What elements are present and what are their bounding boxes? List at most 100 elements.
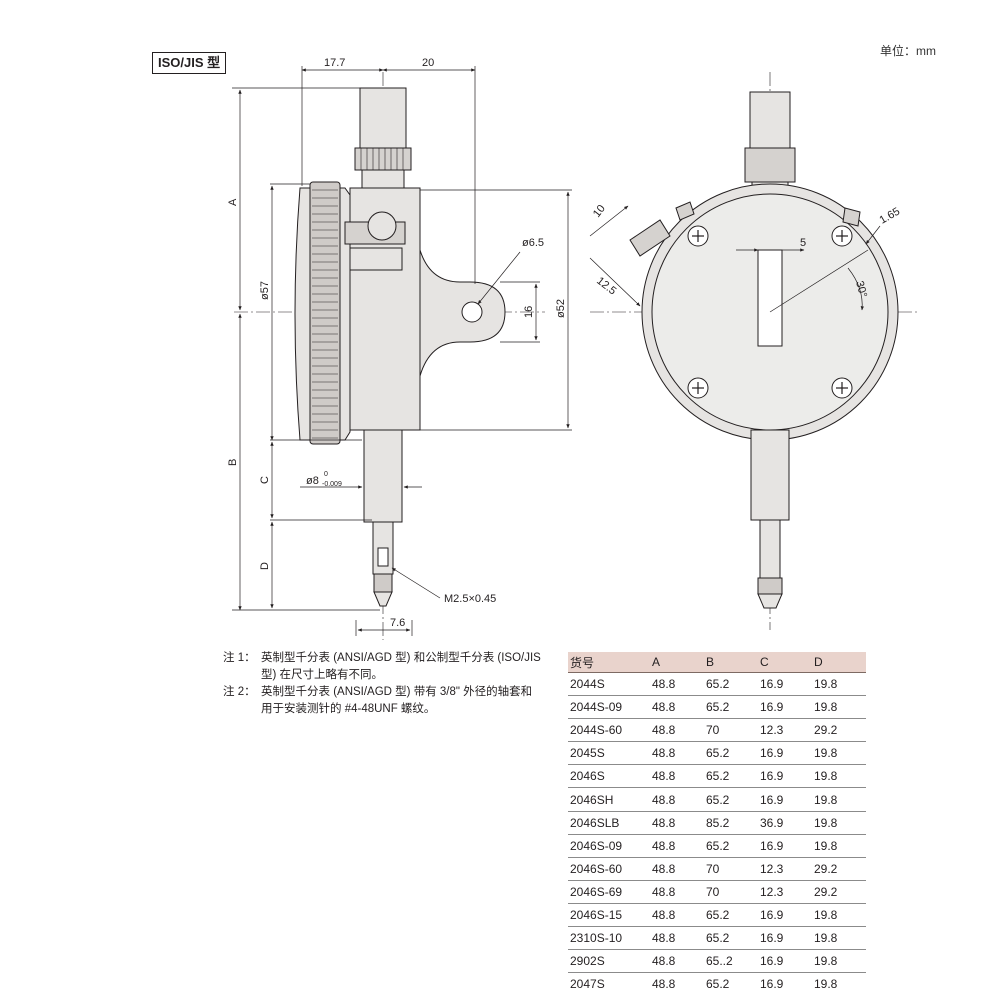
label-c: C (259, 476, 271, 484)
dial-indicator-drawing: 17.7 20 A B C D ø57 ø52 ø6.5 16 ø8 0 -0.… (227, 57, 920, 640)
cell-b: 70 (704, 857, 758, 881)
note-1: 注 1： 英制型千分表 (ANSI/AGD 型) 和公制型千分表 (ISO/JI… (223, 650, 543, 684)
cell-c: 16.9 (758, 787, 812, 812)
cell-d: 29.2 (812, 857, 866, 881)
cell-c: 12.3 (758, 880, 812, 904)
cell-model: 2046S (568, 764, 650, 789)
cell-a: 48.8 (650, 672, 704, 697)
cell-c: 16.9 (758, 695, 812, 720)
dim-7-6: 7.6 (390, 617, 405, 629)
dim-dia-8-upper-tol: 0 (324, 471, 328, 478)
note-2-text: 英制型千分表 (ANSI/AGD 型) 带有 3/8" 外径的轴套和用于安装测针… (261, 686, 533, 715)
cell-d: 29.2 (812, 880, 866, 904)
dim-dia-52: ø52 (555, 299, 567, 318)
dim-dia-8-lower-tol: -0.009 (322, 481, 342, 488)
col-a: A (650, 652, 704, 673)
cell-a: 48.8 (650, 741, 704, 766)
col-model: 货号 (568, 652, 650, 673)
cell-model: 2046S-09 (568, 834, 650, 858)
cell-d: 19.8 (812, 695, 866, 720)
cell-c: 12.3 (758, 718, 812, 743)
dim-dia-57: ø57 (259, 281, 271, 300)
cell-d: 19.8 (812, 926, 866, 951)
label-a: A (227, 198, 239, 206)
cell-a: 48.8 (650, 811, 704, 835)
cell-c: 16.9 (758, 903, 812, 928)
cell-model: 2902S (568, 949, 650, 974)
type-label: ISO/JIS 型 (152, 52, 227, 74)
dim-angle-30: 30° (853, 280, 869, 299)
cell-d: 19.8 (812, 811, 866, 835)
note-2-number: 注 2： (223, 686, 256, 698)
cell-b: 65.2 (704, 672, 758, 697)
cell-a: 48.8 (650, 834, 704, 858)
cell-d: 19.8 (812, 672, 866, 697)
cell-a: 48.8 (650, 903, 704, 928)
notes: 注 1： 英制型千分表 (ANSI/AGD 型) 和公制型千分表 (ISO/JI… (223, 650, 543, 718)
dim-1-65: 1.65 (878, 205, 903, 226)
dim-10: 10 (591, 203, 608, 220)
side-view (234, 72, 545, 640)
cell-model: 2046SH (568, 787, 650, 812)
cell-c: 16.9 (758, 764, 812, 789)
col-d: D (812, 652, 866, 673)
dim-thread: M2.5×0.45 (444, 593, 496, 605)
label-d: D (259, 562, 271, 570)
cell-a: 48.8 (650, 718, 704, 743)
cell-b: 65.2 (704, 834, 758, 858)
cell-a: 48.8 (650, 949, 704, 974)
cell-model: 2046S-15 (568, 903, 650, 928)
dim-12-5: 12.5 (594, 275, 618, 298)
dim-top-width: 20 (422, 57, 434, 69)
dim-dia-8: ø8 (306, 475, 319, 487)
cell-c: 16.9 (760, 977, 784, 992)
cell-c: 16.9 (758, 672, 812, 697)
cell-b: 70 (704, 880, 758, 904)
cell-c: 16.9 (758, 926, 812, 951)
cell-b: 65.2 (704, 903, 758, 928)
note-2: 注 2： 英制型千分表 (ANSI/AGD 型) 带有 3/8" 外径的轴套和用… (223, 684, 543, 718)
dim-5: 5 (800, 237, 806, 249)
cell-model: 2045S (568, 741, 650, 766)
cell-b: 85.2 (704, 811, 758, 835)
cell-d: 19.8 (812, 834, 866, 858)
table-header-row: 货号 A B C D (568, 652, 866, 673)
cell-c: 12.3 (758, 857, 812, 881)
cell-c: 16.9 (758, 741, 812, 766)
cell-model: 2044S (568, 672, 650, 697)
cell-a: 48.8 (650, 764, 704, 789)
cell-d: 19.8 (812, 787, 866, 812)
cell-model: 2046SLB (568, 811, 650, 835)
cell-model: 2310S-10 (568, 926, 650, 951)
cell-a: 48.8 (650, 787, 704, 812)
cell-b: 65.2 (706, 977, 730, 992)
cell-a: 48.8 (650, 880, 704, 904)
cell-d: 19.8 (812, 903, 866, 928)
unit-label: 单位：mm (880, 44, 936, 58)
cell-a: 48.8 (652, 977, 676, 992)
cell-model: 2046S-60 (568, 857, 650, 881)
cell-b: 65.2 (704, 787, 758, 812)
col-b: B (704, 652, 758, 673)
cell-c: 16.9 (758, 834, 812, 858)
cell-model: 2044S-09 (568, 695, 650, 720)
note-1-text: 英制型千分表 (ANSI/AGD 型) 和公制型千分表 (ISO/JIS 型) … (261, 652, 541, 681)
cell-d: 19.8 (812, 764, 866, 789)
cell-d: 19.8 (812, 741, 866, 766)
cell-b: 65..2 (704, 949, 758, 974)
cell-b: 65.2 (704, 764, 758, 789)
label-b: B (227, 459, 239, 466)
dim-top-offset: 17.7 (324, 57, 345, 69)
